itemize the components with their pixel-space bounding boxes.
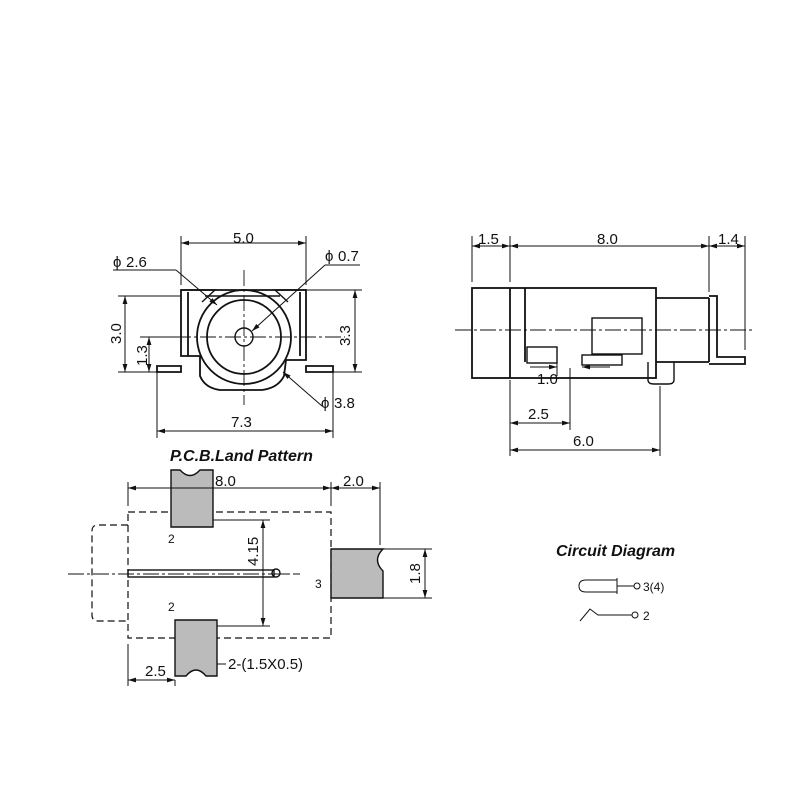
side-view: 1.5 8.0 1.4 1.0 2.5 6.0 [455,231,755,456]
phi-0-7-symbol: ϕ [325,248,333,265]
dim-1-0: 1.0 [537,371,558,388]
dim-1-8: 1.8 [407,563,424,584]
dim-2-5-side: 2.5 [528,406,549,423]
pin-label-bottom: 2 [168,600,175,614]
dim-1-5: 1.5 [478,231,499,248]
dim-3-0: 3.0 [108,323,125,344]
dim-8-0-side: 8.0 [597,231,618,248]
circuit-title: Circuit Diagram [556,543,675,560]
dim-phi-0-7: 0.7 [338,248,359,265]
dim-4-15: 4.15 [245,537,262,566]
dim-3-3: 3.3 [337,325,354,346]
pcb-land-pattern: P.C.B.Land Pattern 2 2 3 8.0 2.0 4.15 [68,448,432,686]
dim-pcb-2-0: 2.0 [343,473,364,490]
pin-label-right: 3 [315,577,322,591]
dim-pcb-2-5: 2.5 [145,663,166,680]
pcb-title: P.C.B.Land Pattern [170,448,313,465]
pad-size-note: 2-(1.5X0.5) [228,656,303,673]
dim-7-3: 7.3 [231,414,252,431]
dim-6-0: 6.0 [573,433,594,450]
dim-phi-3-8: 3.8 [334,395,355,412]
front-view: 5.0 ϕ 2.6 ϕ 0.7 ϕ 3.8 3.0 1.3 3.3 7.3 [108,230,362,438]
dim-5-0: 5.0 [233,230,254,247]
circuit-diagram: Circuit Diagram 3(4) 2 [556,543,675,623]
dim-1-3: 1.3 [134,345,151,366]
dim-pcb-8-0: 8.0 [215,473,236,490]
phi-3-8-symbol: ϕ [321,395,329,412]
circuit-label-3-4: 3(4) [643,580,664,594]
circuit-label-2: 2 [643,609,650,623]
dim-1-4: 1.4 [718,231,739,248]
phi-2-6-symbol: ϕ [113,254,121,271]
pin-label-top: 2 [168,532,175,546]
dim-phi-2-6: 2.6 [126,254,147,271]
